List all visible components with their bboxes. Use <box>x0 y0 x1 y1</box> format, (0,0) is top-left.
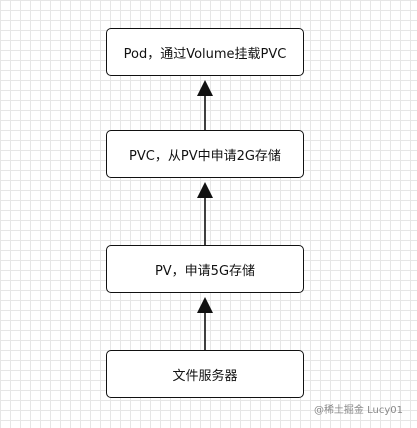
watermark: @稀土掘金 Lucy01 <box>313 405 403 416</box>
node-pvc-label: PVC，从PV中申请2G存储 <box>129 148 281 164</box>
node-pod: Pod，通过Volume挂载PVC <box>106 28 304 76</box>
node-pod-label: Pod，通过Volume挂载PVC <box>123 46 287 62</box>
node-fileserver-label: 文件服务器 <box>172 368 238 384</box>
node-pvc: PVC，从PV中申请2G存储 <box>106 130 304 178</box>
node-pv: PV，申请5G存储 <box>106 245 304 293</box>
node-fileserver: 文件服务器 <box>106 350 304 398</box>
node-pv-label: PV，申请5G存储 <box>154 263 256 279</box>
